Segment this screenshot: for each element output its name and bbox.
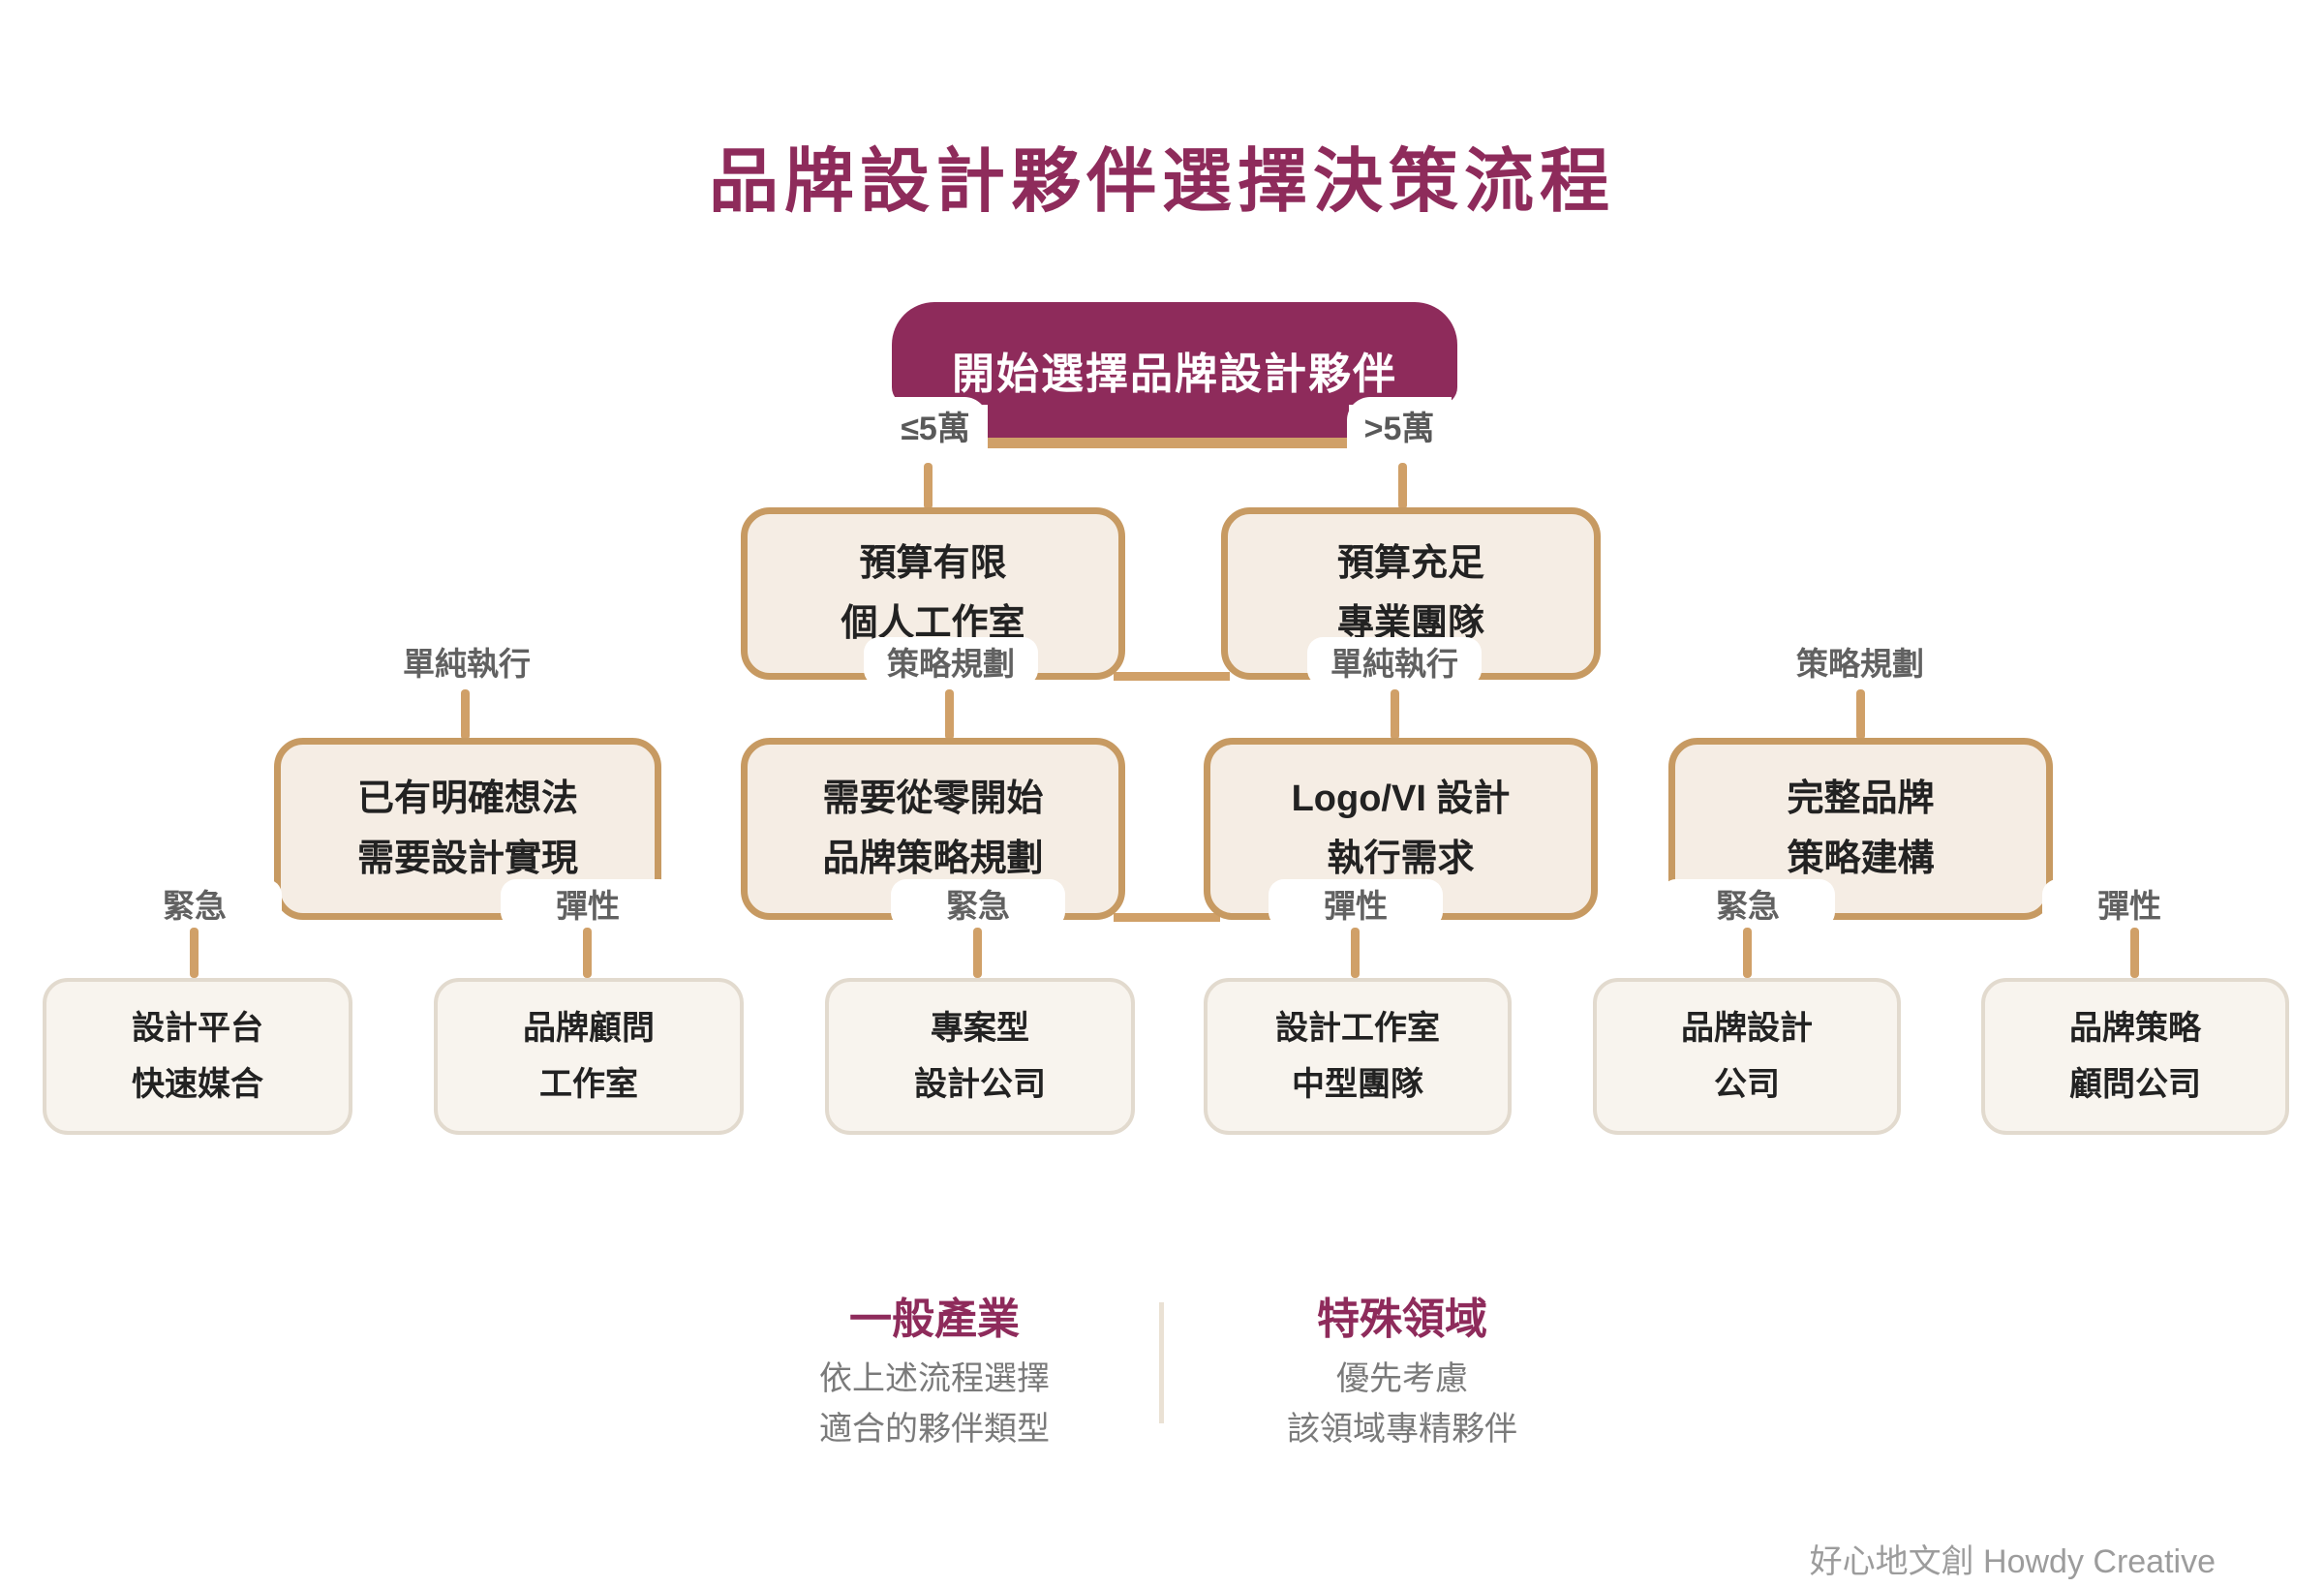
- root-node-tab: [988, 387, 1349, 438]
- leaf-line: 顧問公司: [2069, 1066, 2201, 1103]
- root-node: 開始選擇品牌設計夥伴: [952, 351, 1397, 398]
- notes-divider: [1159, 1302, 1164, 1423]
- edge-label-strategy-right: 策略規劃: [1773, 637, 1947, 686]
- edge-label-urgent-1: 緊急: [107, 879, 282, 928]
- note-general-body: 依上述流程選擇 適合的夥伴類型: [741, 1354, 1128, 1454]
- node-line: 預算有限: [859, 543, 1007, 584]
- edge-label-simple-exec-left: 單純執行: [380, 637, 554, 686]
- page-title: 品牌設計夥伴選擇決策流程: [708, 143, 1615, 221]
- leaf-line: 品牌策略: [2069, 1010, 2201, 1047]
- node-line: 需要設計實現: [356, 839, 578, 879]
- leaf-line: 設計公司: [914, 1066, 1046, 1103]
- node-line: 已有明確想法: [356, 778, 578, 819]
- connector-mid-4: [1856, 689, 1865, 740]
- leaf-line: 設計工作室: [1275, 1010, 1440, 1047]
- connector-root-right: [1398, 463, 1407, 509]
- leaf-project-design-company: 專案型 設計公司: [825, 978, 1135, 1135]
- root-underline-bar: [984, 438, 1353, 448]
- edge-label-strategy-left: 策略規劃: [864, 637, 1038, 686]
- leaf-brand-consultant-studio: 品牌顧問 工作室: [434, 978, 744, 1135]
- leaf-line: 公司: [1714, 1066, 1780, 1103]
- connector-leaf-6: [2130, 928, 2139, 978]
- note-line: 該領域專精夥伴: [1287, 1411, 1517, 1448]
- leaf-line: 快速媒合: [132, 1066, 263, 1103]
- node-full-brand: 完整品牌 策略建構: [1668, 738, 2053, 920]
- note-line: 優先考慮: [1336, 1360, 1468, 1397]
- leaf-brand-strategy-consultancy: 品牌策略 顧問公司: [1981, 978, 2289, 1135]
- leaf-line: 品牌設計: [1681, 1010, 1813, 1047]
- connector-leaf-1: [190, 928, 199, 978]
- branch-label-budget-high: >5萬: [1347, 397, 1452, 453]
- edge-label-urgent-3: 緊急: [1661, 879, 1835, 928]
- node-line: 完整品牌: [1787, 778, 1935, 819]
- note-line: 依上述流程選擇: [819, 1360, 1050, 1397]
- node-line: 策略建構: [1787, 839, 1935, 879]
- leaf-line: 中型團隊: [1292, 1066, 1423, 1103]
- connector-mid-2: [945, 689, 954, 740]
- edge-label-urgent-2: 緊急: [891, 879, 1065, 928]
- leaf-design-platform: 設計平台 快速媒合: [43, 978, 352, 1135]
- note-special-heading: 特殊領域: [1317, 1296, 1487, 1343]
- connector-root-left: [924, 463, 933, 509]
- leaf-brand-design-company: 品牌設計 公司: [1593, 978, 1901, 1135]
- node-line: 執行需求: [1327, 839, 1475, 879]
- connector-leaf-2: [583, 928, 592, 978]
- node-line: 需要從零開始: [822, 778, 1044, 819]
- leaf-design-studio-midteam: 設計工作室 中型團隊: [1204, 978, 1512, 1135]
- connector-leaf-3: [973, 928, 982, 978]
- connector-leaf-4: [1351, 928, 1360, 978]
- edge-label-simple-exec-right: 單純執行: [1307, 637, 1482, 686]
- leaf-line: 設計平台: [132, 1010, 263, 1047]
- node-line: 品牌策略規劃: [822, 839, 1044, 879]
- footer-credit: 好心地文創 Howdy Creative: [1809, 1543, 2216, 1580]
- edge-label-flexible-1: 彈性: [501, 879, 675, 928]
- note-special-body: 優先考慮 該領域專精夥伴: [1208, 1354, 1596, 1454]
- connector-level3-gap: [1114, 913, 1220, 922]
- connector-mid-3: [1391, 689, 1399, 740]
- leaf-line: 專案型: [931, 1010, 1029, 1047]
- note-line: 適合的夥伴類型: [819, 1411, 1050, 1448]
- edge-label-flexible-2: 彈性: [1269, 879, 1443, 928]
- leaf-line: 品牌顧問: [523, 1010, 655, 1047]
- branch-label-budget-low: ≤5萬: [883, 397, 988, 453]
- connector-mid-1: [461, 689, 470, 740]
- connector-level2-gap: [1114, 672, 1230, 681]
- edge-label-flexible-3: 彈性: [2042, 879, 2217, 928]
- node-line: Logo/VI 設計: [1291, 778, 1511, 819]
- note-general-heading: 一般產業: [849, 1296, 1020, 1343]
- node-line: 預算充足: [1336, 543, 1484, 584]
- leaf-line: 工作室: [539, 1066, 638, 1103]
- connector-leaf-5: [1743, 928, 1752, 978]
